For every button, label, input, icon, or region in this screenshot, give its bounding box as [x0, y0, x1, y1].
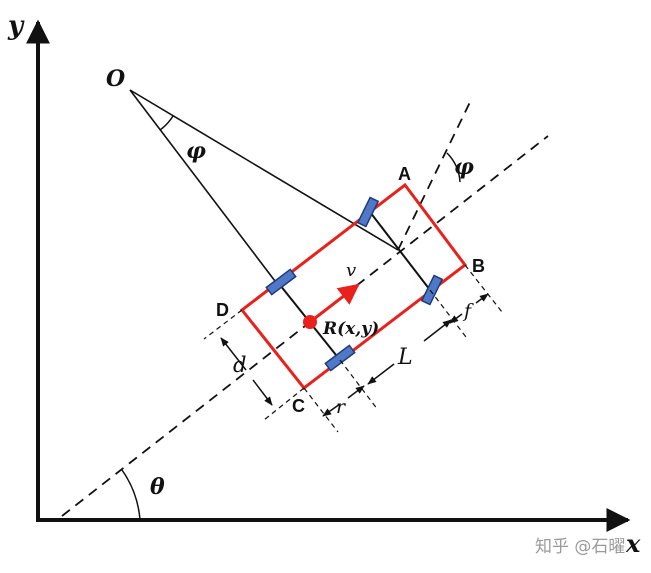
dim-l-1: [367, 363, 395, 385]
dim-f-label: f: [462, 300, 474, 322]
line-o-front: [129, 89, 399, 251]
dim-d-1: [220, 337, 247, 371]
front-axle: [369, 211, 431, 291]
center-label: R(x,y): [322, 319, 379, 339]
point-o-label: O: [106, 66, 125, 92]
line-o-rear: [129, 89, 279, 286]
dim-d-2: [252, 379, 273, 406]
ext-d-top: [203, 309, 243, 340]
x-axis-label: x: [625, 529, 641, 558]
theta-label: θ: [150, 474, 165, 500]
dim-f-2: [475, 293, 489, 304]
dim-r-1: [322, 403, 341, 417]
dim-r-label: r: [336, 396, 347, 418]
wheel-rear-right: [324, 344, 356, 372]
ext-c: [303, 387, 339, 433]
y-axis-label: y: [7, 11, 25, 41]
ext-b: [464, 264, 503, 313]
dim-r-2: [347, 385, 365, 399]
dim-l-2: [423, 319, 452, 342]
phi-label-o: φ: [186, 138, 206, 164]
wheel-front-right: [420, 274, 444, 306]
ext-rear-axle: [339, 359, 379, 411]
wheel-rear-left: [265, 268, 297, 296]
wheel-front-left: [356, 196, 380, 228]
watermark: 知乎 @石曜: [535, 537, 625, 557]
phi-arc-a: [446, 152, 461, 183]
phi-arc-o: [159, 115, 174, 131]
steering-line: [397, 97, 473, 251]
phi-label-a: φ: [454, 154, 474, 180]
dim-f-1: [449, 313, 463, 324]
dim-l-label: L: [397, 345, 413, 370]
velocity-arrow: [309, 283, 360, 324]
corner-d-label: D: [216, 300, 229, 320]
corner-c-label: C: [292, 396, 305, 416]
dim-d-label: d: [233, 353, 246, 377]
corner-b-label: B: [472, 256, 485, 276]
ext-front-axle: [429, 289, 467, 338]
velocity-label: v: [346, 260, 356, 281]
corner-a-label: A: [398, 164, 411, 184]
theta-arc: [121, 469, 141, 521]
